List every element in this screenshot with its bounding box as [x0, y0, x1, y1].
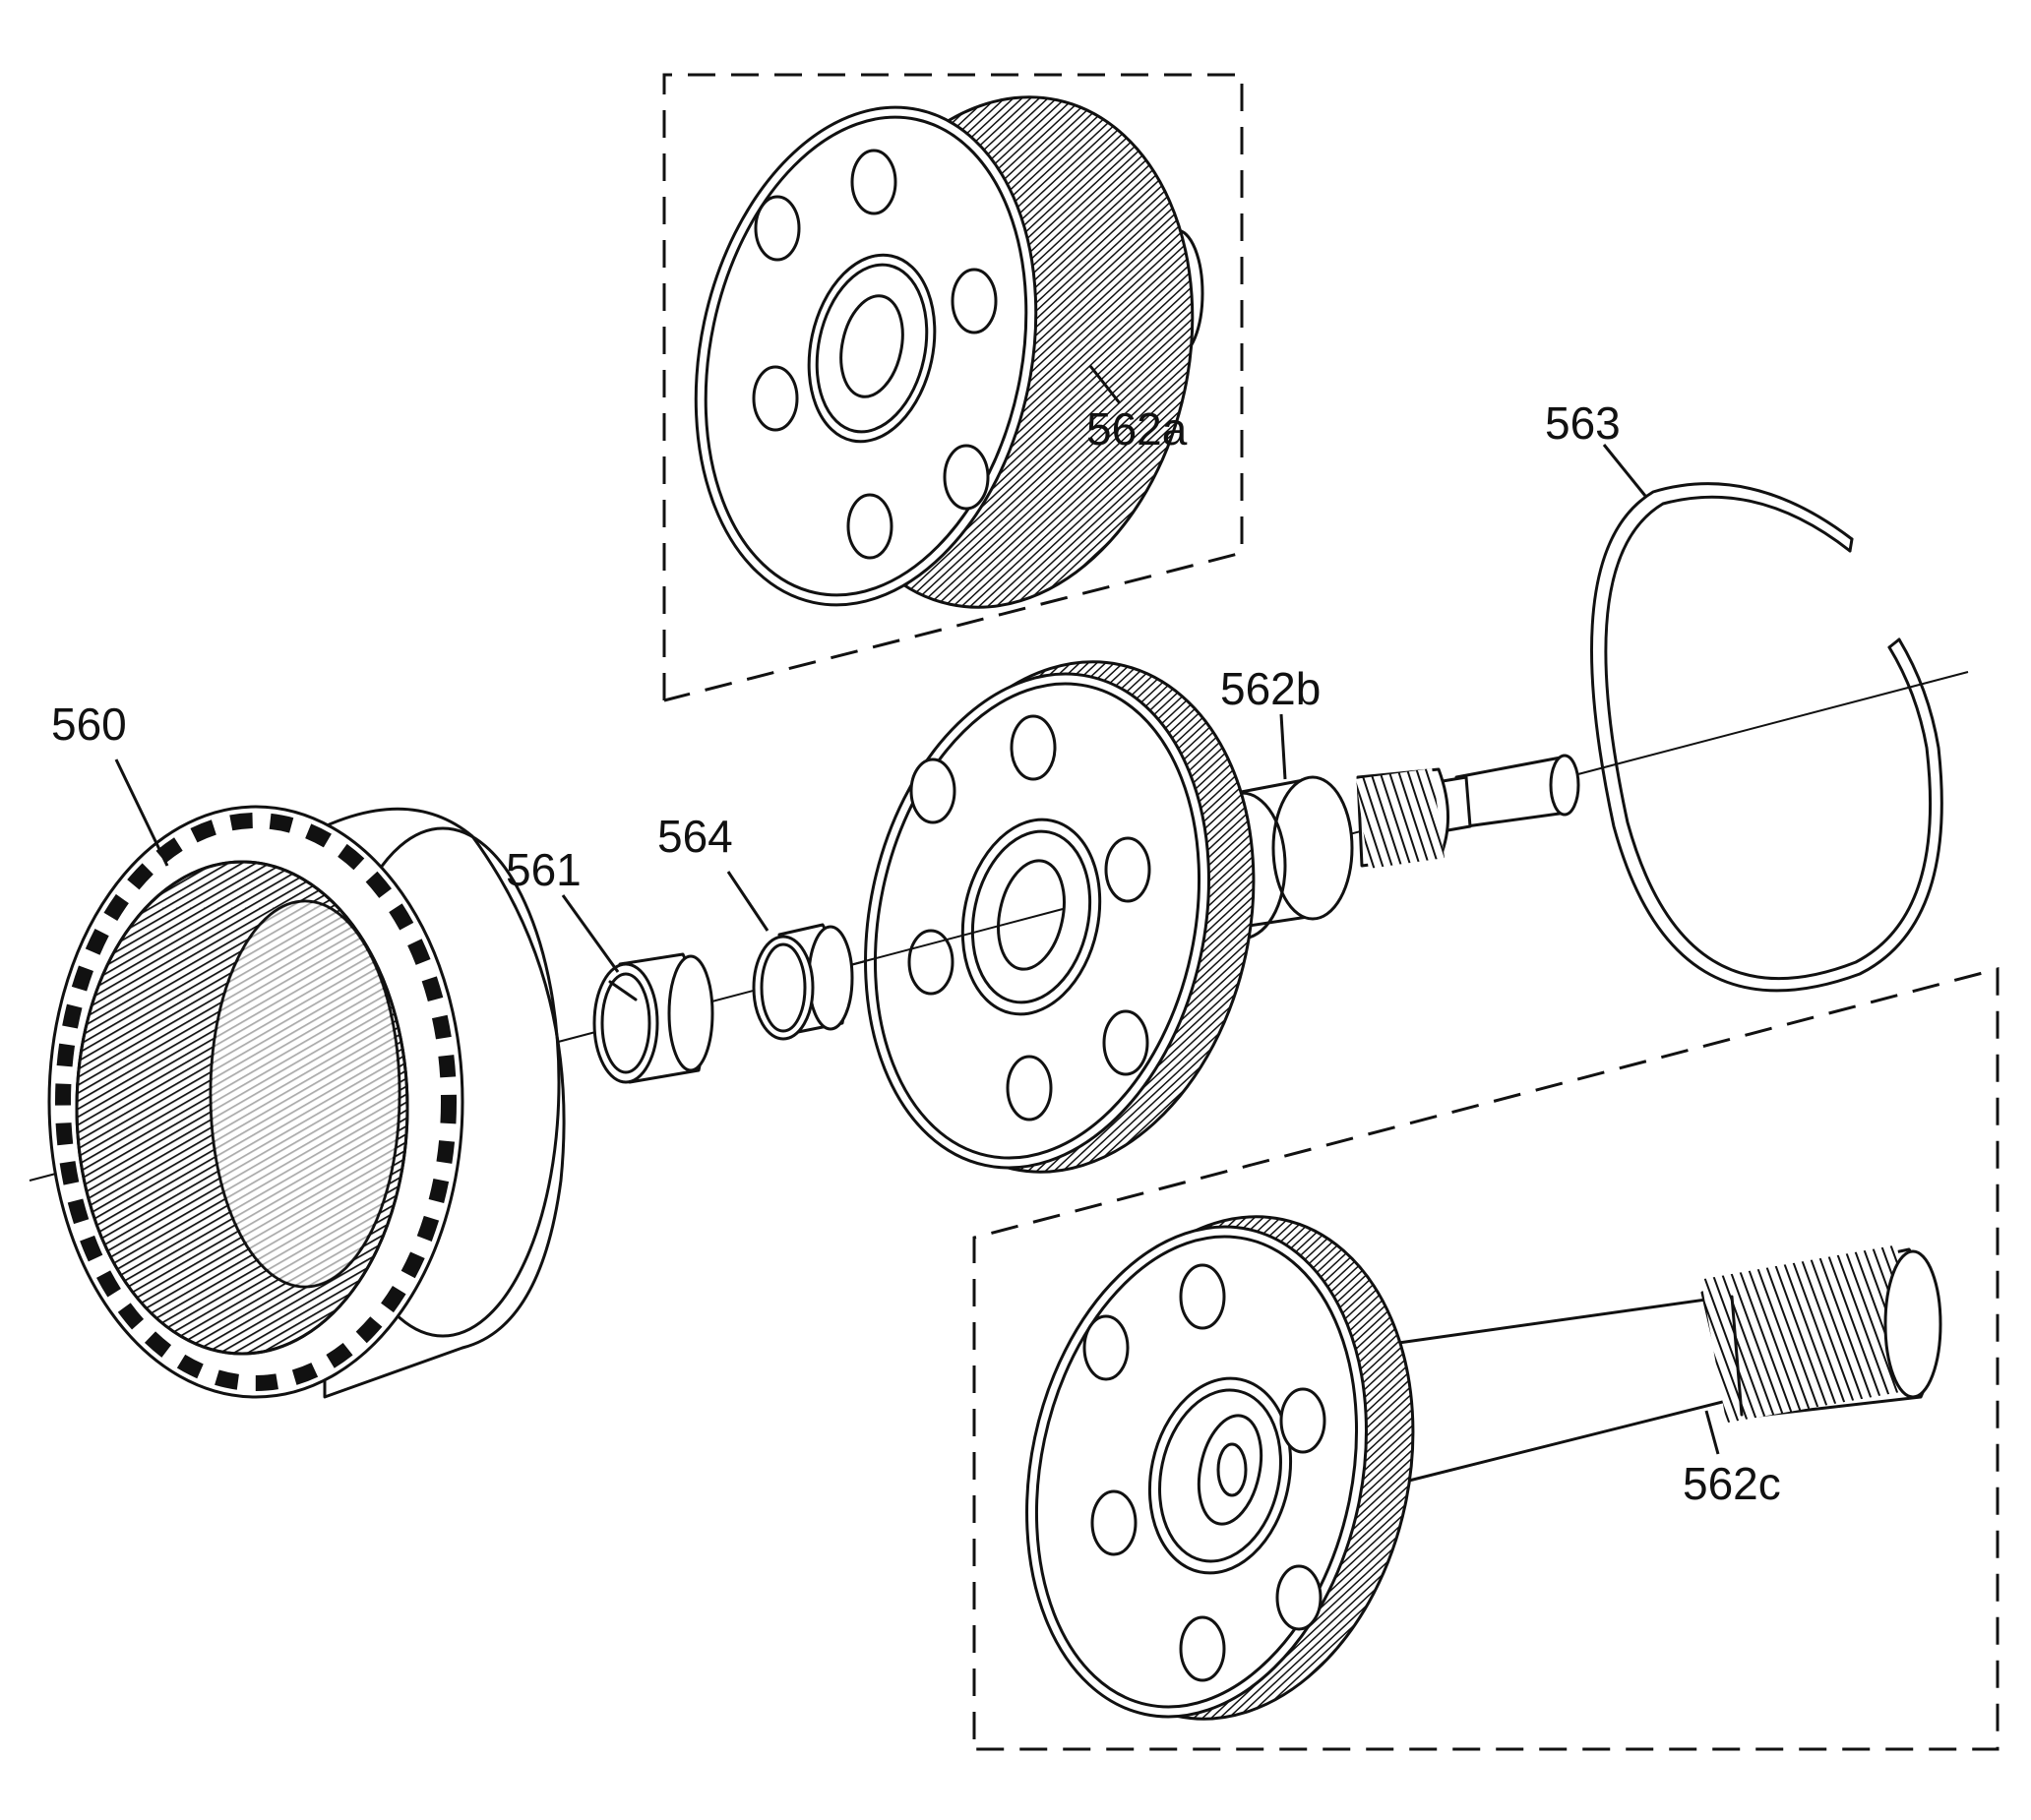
ring-gear-560: [47, 805, 566, 1399]
dashed-box-562a: [662, 73, 1244, 702]
carrier-562c-group: [972, 967, 2000, 1751]
callout-562a: 562a: [1086, 403, 1188, 455]
leader-563: [1602, 444, 1647, 497]
leader-562b: [1279, 713, 1287, 780]
callout-562c: 562c: [1683, 1458, 1781, 1509]
callout-560: 560: [51, 698, 127, 750]
callout-564: 564: [657, 811, 733, 862]
leader-560: [114, 758, 169, 867]
dashed-box-562c: [972, 967, 2000, 1751]
bushing-564: [752, 923, 854, 1041]
callout-563: 563: [1545, 397, 1621, 449]
leader-564: [726, 871, 769, 932]
carrier-562b: [845, 660, 1580, 1174]
snap-ring-563: [1590, 482, 1943, 993]
leader-562a: [1088, 365, 1122, 404]
carrier-562c: [1025, 1215, 1942, 1721]
leader-561: [561, 894, 620, 973]
callout-562b: 562b: [1220, 663, 1321, 714]
bushing-561: [592, 952, 714, 1084]
callout-561: 561: [506, 844, 582, 895]
carrier-562a-group: [662, 73, 1244, 702]
leader-562c: [1704, 1410, 1720, 1455]
carrier-562a: [694, 95, 1204, 609]
